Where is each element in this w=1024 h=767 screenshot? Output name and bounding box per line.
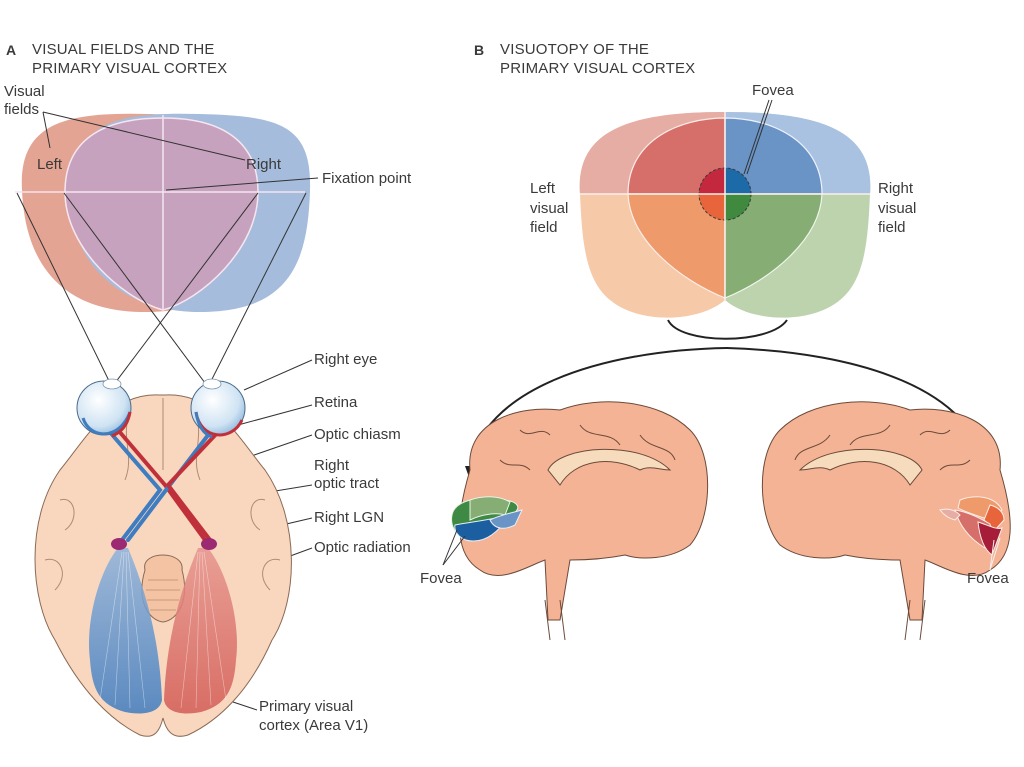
panel-a-letter: A xyxy=(6,42,17,58)
label-left-visual-field-3: field xyxy=(530,219,558,236)
panel-a-title-line1: VISUAL FIELDS AND THE xyxy=(32,41,215,58)
fovea-pointer-right xyxy=(989,537,1001,571)
label-right-optic-tract-2: optic tract xyxy=(314,475,380,492)
left-eye xyxy=(76,378,132,438)
fovea-pointer-left xyxy=(442,529,466,566)
label-primary-visual-cortex-2: cortex (Area V1) xyxy=(259,717,369,734)
label-visual-fields-1: Visual xyxy=(4,83,45,100)
ventral-brain xyxy=(34,394,292,737)
label-right-optic-tract-1: Right xyxy=(314,457,350,474)
panel-b-title-line2: PRIMARY VISUAL CORTEX xyxy=(500,60,696,77)
visuotopy-fields xyxy=(579,99,871,318)
label-fovea-right-brain: Fovea xyxy=(967,570,1009,587)
right-lgn xyxy=(201,538,217,550)
label-optic-radiation: Optic radiation xyxy=(314,539,411,556)
left-optic-radiation xyxy=(89,548,162,714)
panel-b-letter: B xyxy=(474,42,485,58)
label-primary-visual-cortex-1: Primary visual xyxy=(259,698,354,715)
label-right-eye: Right eye xyxy=(314,351,378,368)
label-left-visual-field-1: Left xyxy=(530,180,556,197)
panel-b-title-line1: VISUOTOPY OF THE xyxy=(500,41,650,58)
panel-a-title-line2: PRIMARY VISUAL CORTEX xyxy=(32,60,228,77)
label-fovea-top: Fovea xyxy=(752,82,794,99)
label-visual-fields-2: fields xyxy=(4,101,40,118)
label-fovea-left-brain: Fovea xyxy=(420,570,462,587)
label-retina: Retina xyxy=(314,394,358,411)
label-right-field: Right xyxy=(246,156,282,173)
right-hemisphere-medial xyxy=(761,401,1011,641)
label-right-visual-field-2: visual xyxy=(878,200,917,217)
right-optic-radiation xyxy=(164,548,237,714)
right-eye xyxy=(190,378,246,439)
label-left-field: Left xyxy=(37,156,63,173)
label-left-visual-field-2: visual xyxy=(530,200,569,217)
left-hemisphere-medial xyxy=(451,401,709,641)
label-right-lgn: Right LGN xyxy=(314,509,385,526)
label-right-visual-field-1: Right xyxy=(878,180,914,197)
label-right-visual-field-3: field xyxy=(878,219,906,236)
label-optic-chiasm: Optic chiasm xyxy=(314,426,401,443)
label-fixation-point: Fixation point xyxy=(322,170,412,187)
left-lgn xyxy=(111,538,127,550)
